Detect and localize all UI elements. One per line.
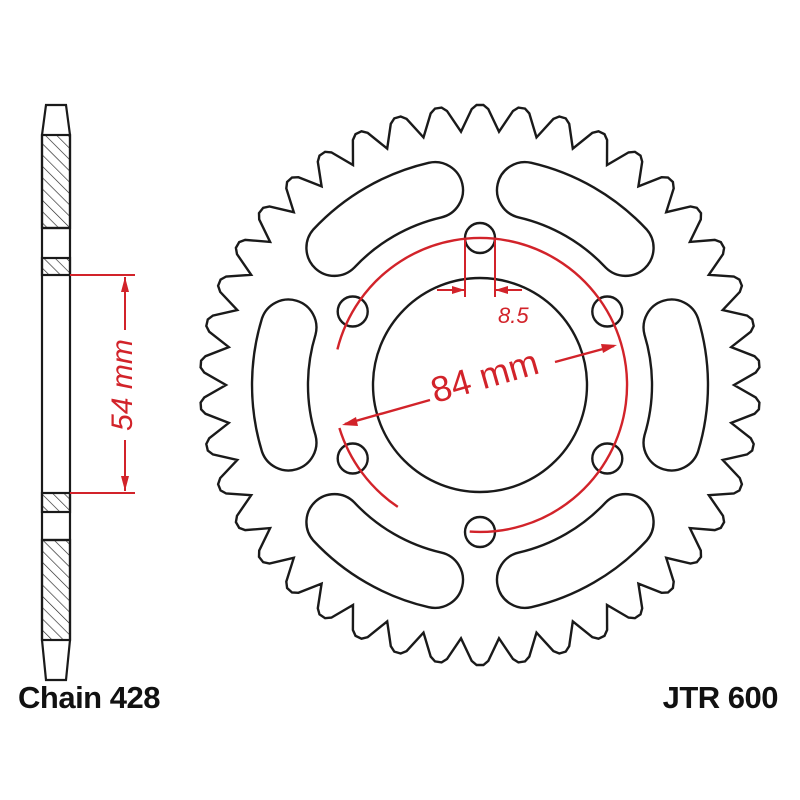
bolt-hole	[591, 442, 624, 475]
hub-width-label: 54 mm	[106, 339, 139, 431]
bolt-circle-dimension	[336, 236, 629, 534]
lightening-slot	[305, 160, 465, 278]
bolt-circle-label: 84 mm	[426, 341, 543, 411]
teeth-outline	[199, 103, 761, 667]
hub-width-dimension	[70, 274, 135, 494]
lightening-slot	[495, 492, 655, 610]
lightening-slot	[642, 298, 710, 472]
center-bore	[371, 276, 589, 494]
lightening-slot	[250, 298, 318, 472]
bolt-hole-dimension	[437, 238, 522, 297]
side-profile	[40, 103, 72, 682]
chain-label: Chain 428	[18, 680, 160, 715]
bolt-hole	[591, 295, 624, 328]
bolt-hole	[336, 295, 369, 328]
bolt-hole	[336, 442, 369, 475]
sprocket-face	[199, 103, 761, 667]
lightening-slot	[495, 160, 655, 278]
lightening-slot	[305, 492, 465, 610]
part-number-label: JTR 600	[662, 680, 779, 715]
bolt-hole-label: 8.5	[498, 303, 529, 328]
